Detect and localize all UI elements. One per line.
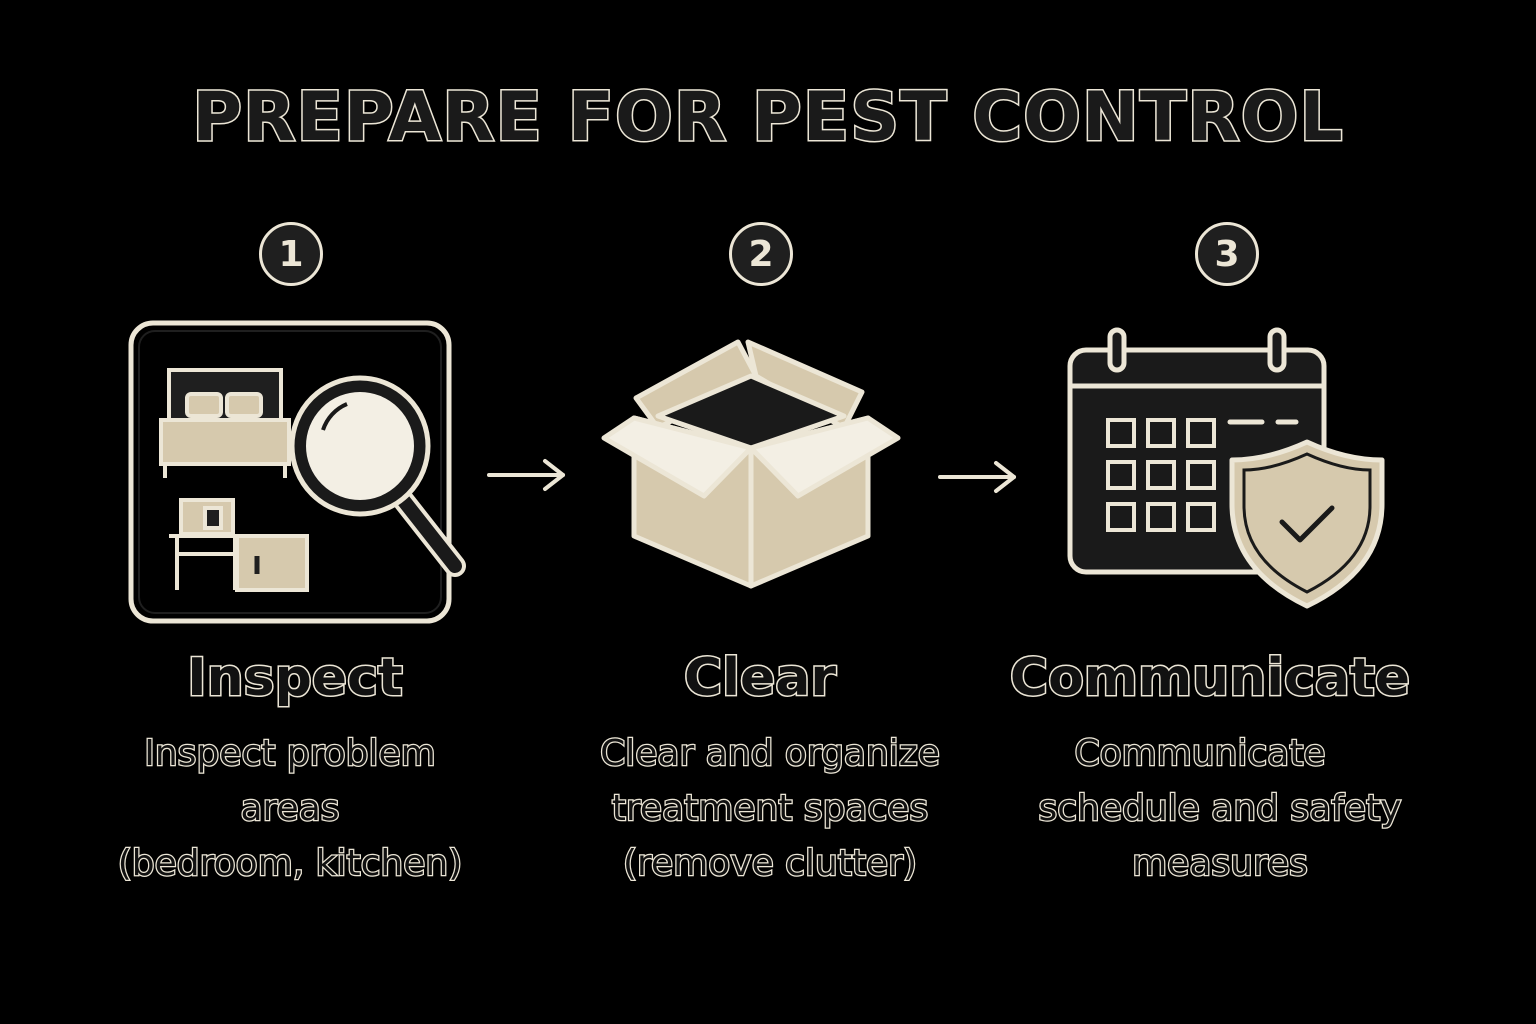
step-3-badge: 3 [1195, 222, 1259, 286]
step-2-description: Clear and organize treatment spaces (rem… [560, 726, 980, 891]
step-1-desc-line: (bedroom, kitchen) [117, 842, 464, 886]
step-3-description: Communicate schedule and safety measures [1010, 726, 1430, 891]
calendar-shield-icon [1064, 322, 1390, 616]
step-3-desc-line: schedule and safety [1037, 787, 1403, 831]
step-1-description: Inspect problem areas (bedroom, kitchen) [90, 726, 490, 891]
step-2-desc-line: (remove clutter) [622, 842, 919, 886]
bedroom-magnifier-icon [125, 318, 480, 632]
step-1-desc-line: Inspect problem [143, 732, 437, 776]
step-3-title: Communicate [1008, 647, 1411, 710]
page-title: PREPARE FOR PEST CONTROL [191, 77, 1344, 159]
step-3-desc-line: Communicate [1073, 732, 1327, 776]
step-2-desc-line: treatment spaces [611, 787, 930, 831]
arrow-right-icon [485, 458, 569, 496]
step-1-desc-line: areas [239, 787, 341, 831]
open-box-icon [598, 336, 904, 598]
step-2-title: Clear [683, 647, 838, 710]
step-1-badge: 1 [259, 222, 323, 286]
step-3-desc-line: measures [1131, 842, 1309, 886]
step-2-desc-line: Clear and organize [599, 732, 941, 776]
step-2-badge: 2 [729, 222, 793, 286]
step-1-title: Inspect [186, 647, 405, 710]
arrow-right-icon [936, 460, 1020, 498]
